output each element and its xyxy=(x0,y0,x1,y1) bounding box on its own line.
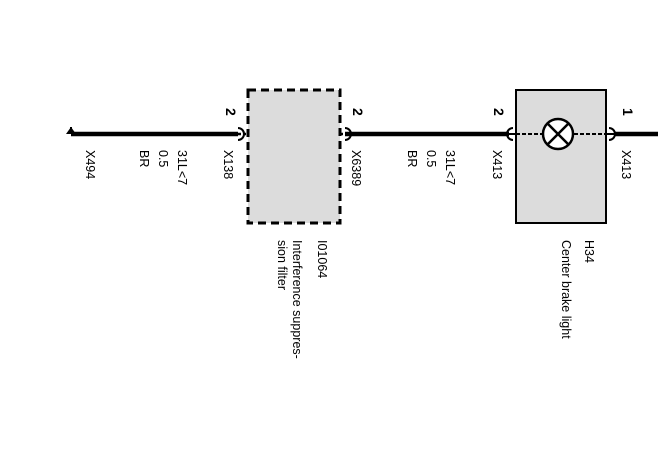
brake-light-pin-left-connector xyxy=(506,127,516,141)
wire-left-code: 31L<7 xyxy=(175,150,189,185)
wire-right-size: 0.5 xyxy=(424,150,438,167)
filter-id-label: I01064 xyxy=(315,240,329,278)
wire-left-color: BR xyxy=(137,150,151,167)
brake-light-pin-right-connector xyxy=(606,127,616,141)
interference-filter-box xyxy=(246,88,342,225)
brake-light-pin-right-number: 1 xyxy=(620,108,636,116)
filter-pin-left-connector xyxy=(237,127,248,141)
wire-right-code: 31L<7 xyxy=(443,150,457,185)
wire-left-size: 0.5 xyxy=(156,150,170,167)
filter-name-line2: sion filter xyxy=(275,240,289,290)
wire-right-color: BR xyxy=(405,150,419,167)
filter-left-connector-label: X138 xyxy=(221,150,235,179)
lamp-icon xyxy=(541,117,575,151)
brake-light-name-label: Center brake light xyxy=(559,240,573,339)
filter-pin-left-number: 2 xyxy=(223,108,239,116)
filter-right-connector-label: X6389 xyxy=(349,150,363,186)
brake-light-id-label: H34 xyxy=(582,240,596,263)
ground-connector-label: X494 xyxy=(83,150,97,179)
filter-pin-right-number: 2 xyxy=(350,108,366,116)
filter-pin-right-connector xyxy=(340,127,352,141)
brake-light-box xyxy=(515,89,607,224)
filter-name-line1: Interference suppres- xyxy=(290,240,304,359)
brake-light-left-connector-label: X413 xyxy=(490,150,504,179)
brake-light-pin-left-number: 2 xyxy=(491,108,507,116)
brake-light-right-connector-label: X413 xyxy=(619,150,633,179)
